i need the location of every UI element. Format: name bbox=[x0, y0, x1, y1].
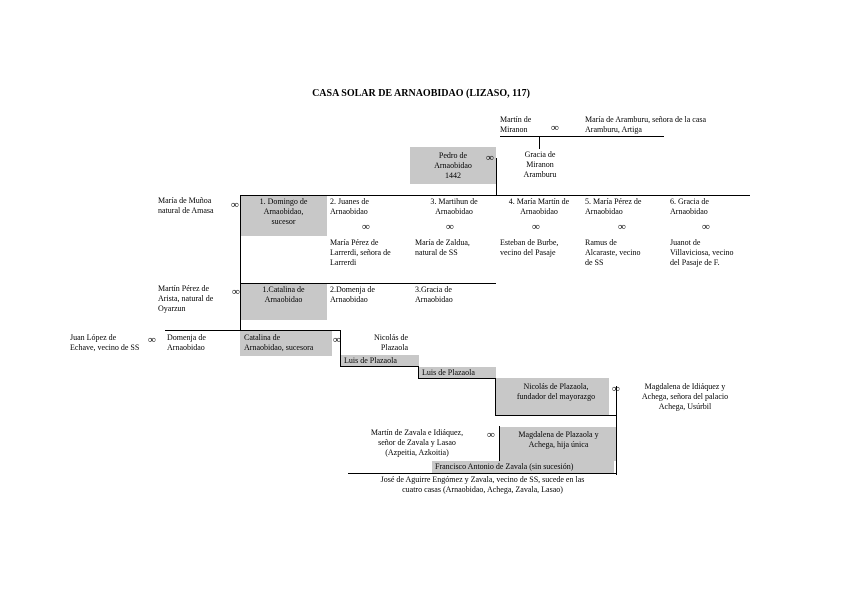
line-gen6-bar bbox=[348, 473, 616, 474]
line-top-marriage bbox=[500, 136, 664, 137]
line-gen4-a bbox=[340, 366, 419, 367]
person-jose-aguirre: José de Aguirre Engómez y Zavala, vecino… bbox=[380, 475, 585, 494]
magdalena-plazaola-box bbox=[500, 427, 617, 461]
catalina-sucesora-box bbox=[240, 331, 332, 356]
line-gen4-drop bbox=[418, 366, 419, 379]
marriage-symbol: ∞ bbox=[486, 152, 494, 164]
line-gen3-bar bbox=[165, 330, 340, 331]
marriage-symbol: ∞ bbox=[446, 221, 454, 233]
person-martin-zavala: Martín de Zavala e Idiáquez,señor de Zav… bbox=[370, 428, 464, 457]
marriage-symbol: ∞ bbox=[551, 122, 559, 134]
marriage-symbol: ∞ bbox=[532, 221, 540, 233]
person-francisco-zavala: Francisco Antonio de Zavala (sin sucesió… bbox=[435, 462, 574, 471]
person-maria-zaldua: María de Zaldua,natural de SS bbox=[415, 238, 470, 257]
line-pedro-drop bbox=[496, 158, 497, 195]
luis2-box bbox=[419, 367, 496, 379]
pedro-box bbox=[410, 147, 496, 184]
line-gen1-bar bbox=[240, 195, 750, 196]
person-luis-plazaola-1: Luis de Plazaola bbox=[344, 356, 397, 365]
line-gen2-bar bbox=[240, 283, 496, 284]
person-nicolas-fundador: Nicolás de Plazaola,fundador del mayoraz… bbox=[516, 382, 596, 401]
marriage-symbol: ∞ bbox=[362, 221, 370, 233]
marriage-symbol: ∞ bbox=[232, 286, 240, 298]
line-gen5-spine bbox=[616, 386, 617, 475]
marriage-symbol: ∞ bbox=[333, 334, 341, 346]
line-gen1-spine bbox=[240, 195, 241, 283]
line-gen5-drop bbox=[495, 378, 496, 416]
line-gen5-bar bbox=[495, 415, 616, 416]
francisco-box bbox=[432, 461, 614, 473]
luis1-box bbox=[340, 355, 419, 367]
line-gen2-spine bbox=[240, 283, 241, 330]
catalina-gen2-box bbox=[240, 284, 327, 320]
domingo-box bbox=[240, 196, 327, 236]
line-gen3-drop bbox=[340, 330, 341, 366]
person-luis-plazaola-2: Luis de Plazaola bbox=[422, 368, 475, 377]
line-gen4-b bbox=[418, 378, 496, 379]
marriage-symbol: ∞ bbox=[487, 429, 495, 441]
nicolas-fundador-box bbox=[496, 378, 609, 415]
line-gen6-drop bbox=[499, 426, 500, 461]
marriage-symbol: ∞ bbox=[612, 383, 620, 395]
marriage-symbol: ∞ bbox=[702, 221, 710, 233]
person-esteban-burbe: Esteban de Burbe,vecino del Pasaje bbox=[500, 238, 559, 257]
line-top-drop bbox=[539, 136, 540, 149]
marriage-symbol: ∞ bbox=[231, 199, 239, 211]
marriage-symbol: ∞ bbox=[148, 334, 156, 346]
marriage-symbol: ∞ bbox=[618, 221, 626, 233]
page-title: CASA SOLAR DE ARNAOBIDAO (LIZASO, 117) bbox=[312, 88, 530, 99]
